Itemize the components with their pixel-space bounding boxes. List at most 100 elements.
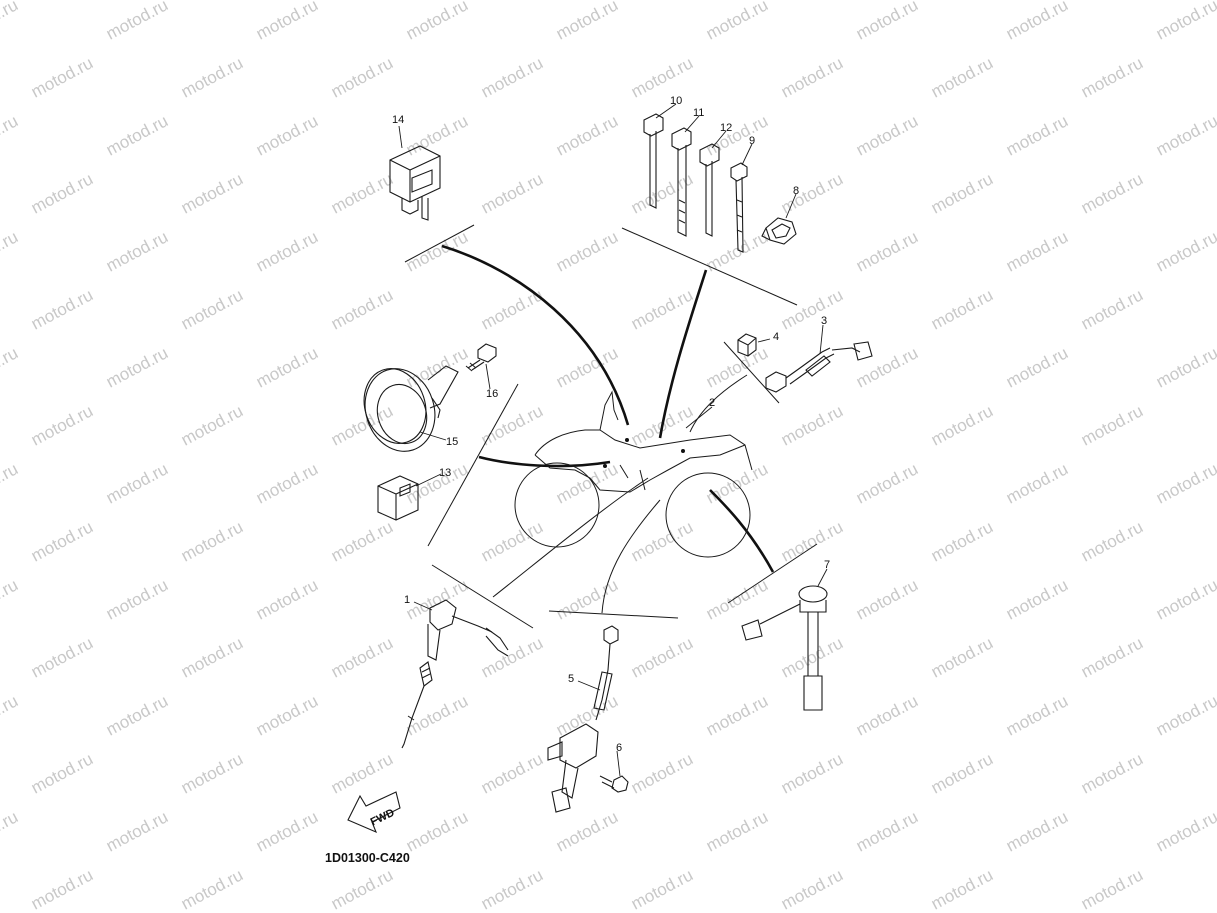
- watermark-text: motod.ru: [928, 749, 996, 797]
- watermark-text: motod.ru: [1003, 807, 1071, 855]
- callout-12: 12: [720, 122, 732, 134]
- watermark-text: motod.ru: [328, 401, 396, 449]
- watermark-text: motod.ru: [1153, 227, 1217, 275]
- watermark-text: motod.ru: [328, 633, 396, 681]
- callout-16: 16: [486, 388, 498, 400]
- watermark-text: motod.ru: [853, 111, 921, 159]
- watermark-text: motod.ru: [628, 285, 696, 333]
- coupler-4-part[interactable]: [737, 333, 757, 357]
- screw-6-part[interactable]: [599, 775, 629, 793]
- watermark-text: motod.ru: [253, 459, 321, 507]
- watermark-text: motod.ru: [703, 575, 771, 623]
- watermark-text: motod.ru: [853, 575, 921, 623]
- relay-13-part[interactable]: [377, 475, 419, 521]
- watermark-text: motod.ru: [628, 633, 696, 681]
- horn-15-part[interactable]: [355, 360, 459, 461]
- watermark-text: motod.ru: [553, 575, 621, 623]
- watermark-text: motod.ru: [103, 0, 171, 44]
- watermark-text: motod.ru: [928, 865, 996, 913]
- watermark-text: motod.ru: [103, 691, 171, 739]
- watermark-text: motod.ru: [928, 169, 996, 217]
- watermark-text: motod.ru: [28, 865, 96, 913]
- diagram-code: 1D01300-C420: [325, 851, 410, 865]
- watermark-text: motod.ru: [253, 0, 321, 44]
- watermark-text: motod.ru: [0, 111, 21, 159]
- watermark-text: motod.ru: [553, 0, 621, 44]
- watermark-text: motod.ru: [28, 285, 96, 333]
- switch-body-part[interactable]: [547, 723, 599, 813]
- watermark-text: motod.ru: [478, 865, 546, 913]
- clamp-8-part[interactable]: [761, 217, 797, 245]
- watermark-text: motod.ru: [0, 227, 21, 275]
- callout-15: 15: [446, 436, 458, 448]
- watermark-text: motod.ru: [1078, 401, 1146, 449]
- lead-wire-3-part[interactable]: [765, 341, 873, 393]
- callout-2: 2: [709, 397, 715, 409]
- watermark-text: motod.ru: [928, 285, 996, 333]
- callout-lines: [404, 224, 818, 629]
- watermark-text: motod.ru: [778, 401, 846, 449]
- watermark-text: motod.ru: [478, 633, 546, 681]
- watermark-text: motod.ru: [1078, 53, 1146, 101]
- cable-band-10-part[interactable]: [643, 113, 664, 209]
- watermark-text: motod.ru: [28, 749, 96, 797]
- watermark-text: motod.ru: [0, 343, 21, 391]
- watermark-text: motod.ru: [0, 459, 21, 507]
- watermark-text: motod.ru: [1003, 343, 1071, 391]
- switch-lead-5-part[interactable]: [593, 625, 619, 721]
- watermark-text: motod.ru: [853, 459, 921, 507]
- main-switch-1-part[interactable]: [401, 599, 509, 749]
- watermark-text: motod.ru: [853, 227, 921, 275]
- watermark-text: motod.ru: [103, 575, 171, 623]
- watermark-text: motod.ru: [328, 517, 396, 565]
- watermark-text: motod.ru: [28, 169, 96, 217]
- watermark-text: motod.ru: [628, 53, 696, 101]
- watermark-text: motod.ru: [28, 401, 96, 449]
- callout-7: 7: [824, 559, 830, 571]
- watermark-text: motod.ru: [253, 807, 321, 855]
- watermark-text: motod.ru: [1003, 0, 1071, 44]
- watermark-text: motod.ru: [553, 227, 621, 275]
- watermark-text: motod.ru: [1153, 0, 1217, 44]
- callout-14: 14: [392, 114, 404, 126]
- watermark-text: motod.ru: [1153, 343, 1217, 391]
- watermark-text: motod.ru: [178, 285, 246, 333]
- watermark-text: motod.ru: [778, 517, 846, 565]
- watermark-text: motod.ru: [1003, 111, 1071, 159]
- motorcycle-outline: [514, 390, 753, 558]
- watermark-text: motod.ru: [328, 169, 396, 217]
- watermark-text: motod.ru: [478, 53, 546, 101]
- watermark-text: motod.ru: [28, 517, 96, 565]
- watermark-text: motod.ru: [178, 633, 246, 681]
- watermark-text: motod.ru: [0, 691, 21, 739]
- cable-band-9-part[interactable]: [730, 162, 748, 253]
- watermark-text: motod.ru: [853, 343, 921, 391]
- callout-6: 6: [616, 742, 622, 754]
- leader-lines: [398, 103, 828, 777]
- callout-4: 4: [773, 331, 779, 343]
- watermark-text: motod.ru: [0, 807, 21, 855]
- watermark-text: motod.ru: [778, 633, 846, 681]
- watermark-text: motod.ru: [1003, 227, 1071, 275]
- bolt-16-part[interactable]: [465, 343, 497, 372]
- callout-11: 11: [693, 107, 704, 119]
- watermark-text: motod.ru: [778, 169, 846, 217]
- watermark-text: motod.ru: [853, 691, 921, 739]
- watermark-text: motod.ru: [103, 227, 171, 275]
- cable-band-12-part[interactable]: [699, 143, 720, 237]
- watermark-text: motod.ru: [703, 0, 771, 44]
- watermark-text: motod.ru: [928, 401, 996, 449]
- callout-13: 13: [439, 467, 451, 479]
- watermark-text: motod.ru: [1153, 807, 1217, 855]
- watermark-text: motod.ru: [403, 459, 471, 507]
- watermark-text: motod.ru: [1153, 111, 1217, 159]
- watermark-text: motod.ru: [103, 343, 171, 391]
- watermark-text: motod.ru: [928, 53, 996, 101]
- watermark-text: motod.ru: [1078, 285, 1146, 333]
- cable-band-11-part[interactable]: [671, 127, 692, 237]
- watermark-text: motod.ru: [253, 691, 321, 739]
- sensor-7-part[interactable]: [741, 585, 828, 711]
- relay-14-part[interactable]: [389, 145, 441, 221]
